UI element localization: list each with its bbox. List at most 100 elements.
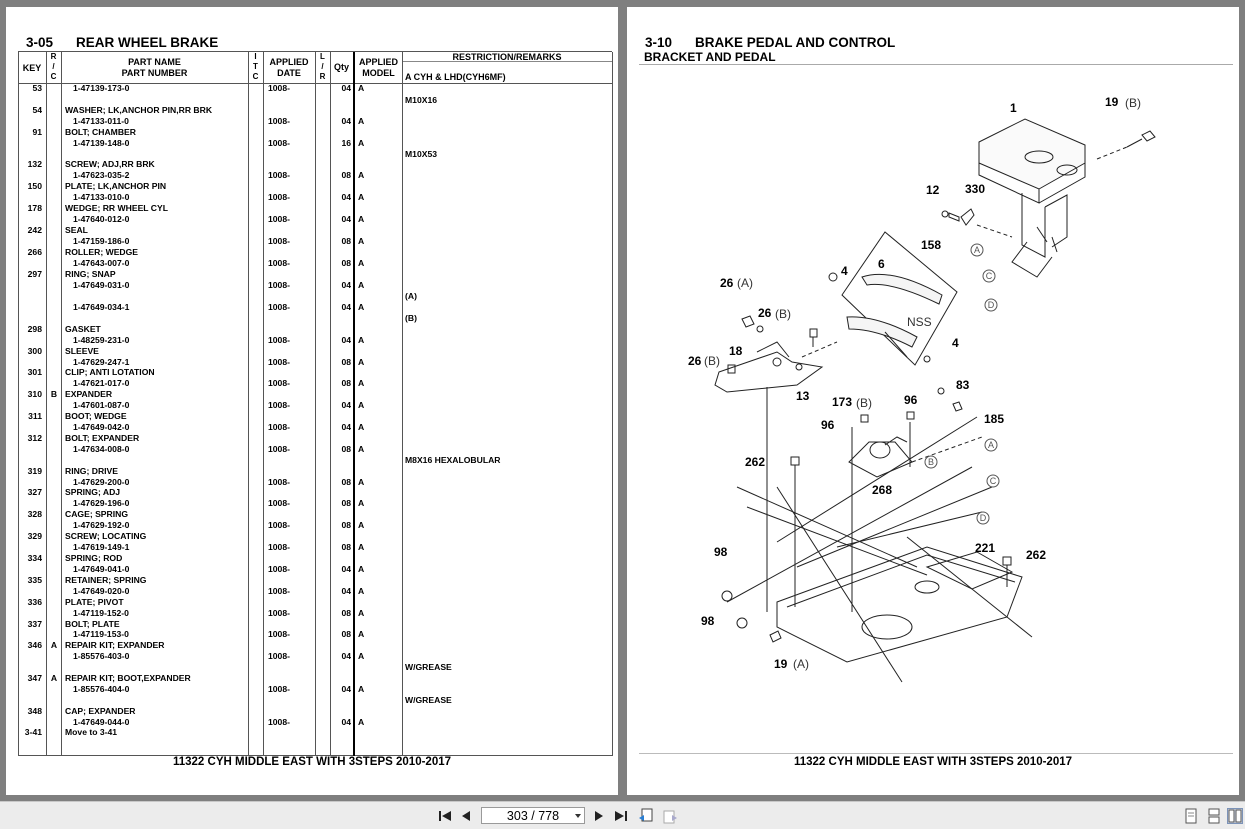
callout: 4	[841, 264, 848, 278]
cell-model: A	[358, 498, 365, 508]
cell-model: A	[358, 192, 365, 202]
cell-date: 1008-	[268, 116, 290, 126]
cell-date: 1008-	[268, 400, 290, 410]
cell-key: 301	[27, 367, 42, 377]
col-divider	[353, 52, 355, 756]
continuous-view-button[interactable]	[1206, 808, 1222, 824]
cell-date: 1008-	[268, 520, 290, 530]
cell-model: A	[358, 170, 365, 180]
remark: M10X16	[405, 95, 438, 105]
remark: W/GREASE	[405, 695, 452, 705]
cell-date: 1008-	[268, 236, 290, 246]
cell-model: A	[358, 236, 365, 246]
cell-name: SPRING; ROD	[65, 553, 123, 563]
cell-key: 53	[32, 83, 42, 93]
section-title: REAR WHEEL BRAKE	[76, 35, 219, 50]
cell-name: REPAIR KIT; EXPANDER	[65, 640, 165, 650]
chevron-down-icon	[575, 814, 581, 818]
cell-name: SEAL	[65, 225, 88, 235]
cell-name: WEDGE; RR WHEEL CYL	[65, 203, 168, 213]
cell-date: 1008-	[268, 83, 290, 93]
go-forward-button[interactable]	[662, 808, 678, 824]
cell-date: 1008-	[268, 280, 290, 290]
cell-model: A	[358, 629, 365, 639]
cell-qty: 08	[341, 542, 351, 552]
cell-pn: 1-47649-020-0	[73, 586, 130, 596]
callout: 83	[956, 378, 970, 392]
last-page-button[interactable]	[613, 808, 629, 824]
cell-model: A	[358, 378, 365, 388]
cell-pn: 1-47601-087-0	[73, 400, 130, 410]
go-back-button[interactable]	[638, 808, 654, 824]
cell-name: RING; DRIVE	[65, 466, 118, 476]
page-number-input[interactable]: 303 / 778	[481, 807, 585, 824]
cell-qty: 08	[341, 608, 351, 618]
cell-pn: 1-47621-017-0	[73, 378, 130, 388]
cell-date: 1008-	[268, 477, 290, 487]
remark: W/GREASE	[405, 662, 452, 672]
callout: 19	[774, 657, 788, 671]
remark: (A)	[405, 291, 417, 301]
callout: (B)	[704, 354, 720, 368]
single-page-view-button[interactable]	[1183, 808, 1199, 824]
facing-view-button[interactable]	[1227, 808, 1243, 824]
cell-model: A	[358, 83, 365, 93]
cell-key: 347	[27, 673, 42, 683]
prev-page-button[interactable]	[458, 808, 474, 824]
cell-key: 329	[27, 531, 42, 541]
header-lr: L / R	[319, 52, 326, 81]
cell-key: 266	[27, 247, 42, 257]
cell-qty: 08	[341, 520, 351, 530]
next-page-button[interactable]	[591, 808, 607, 824]
cell-name: PLATE; LK,ANCHOR PIN	[65, 181, 167, 191]
cell-key: 150	[27, 181, 42, 191]
cell-pn: 1-47119-153-0	[73, 629, 129, 639]
callout: 98	[701, 614, 715, 628]
cell-name: CAP; EXPANDER	[65, 706, 136, 716]
cell-date: 1008-	[268, 498, 290, 508]
circle-ref-label: A	[974, 245, 980, 255]
cell-rc: A	[50, 673, 58, 683]
cell-model: A	[358, 444, 365, 454]
section-number: 3-10	[645, 35, 673, 50]
callout: 12	[926, 183, 940, 197]
cell-qty: 04	[341, 83, 351, 93]
header-applied-model: APPLIED MODEL	[358, 57, 398, 78]
cell-key: 178	[27, 203, 42, 213]
callout: 173	[832, 395, 852, 409]
callout: (A)	[793, 657, 809, 671]
cell-rc: A	[50, 640, 58, 650]
cell-name: BOLT; PLATE	[65, 619, 120, 629]
callout: 1	[1010, 101, 1017, 115]
cell-qty: 04	[341, 651, 351, 661]
table-top-border	[18, 51, 612, 52]
callout: (A)	[737, 276, 753, 290]
cell-model: A	[358, 138, 365, 148]
cell-model: A	[358, 116, 365, 126]
callout: 13	[796, 389, 810, 403]
col-divider	[18, 52, 19, 756]
cell-date: 1008-	[268, 302, 290, 312]
cell-date: 1008-	[268, 586, 290, 596]
cell-name: GASKET	[65, 324, 101, 334]
cell-pn: 1-47629-247-1	[73, 357, 130, 367]
cell-key: 3-41	[24, 727, 42, 737]
first-page-button[interactable]	[437, 808, 453, 824]
